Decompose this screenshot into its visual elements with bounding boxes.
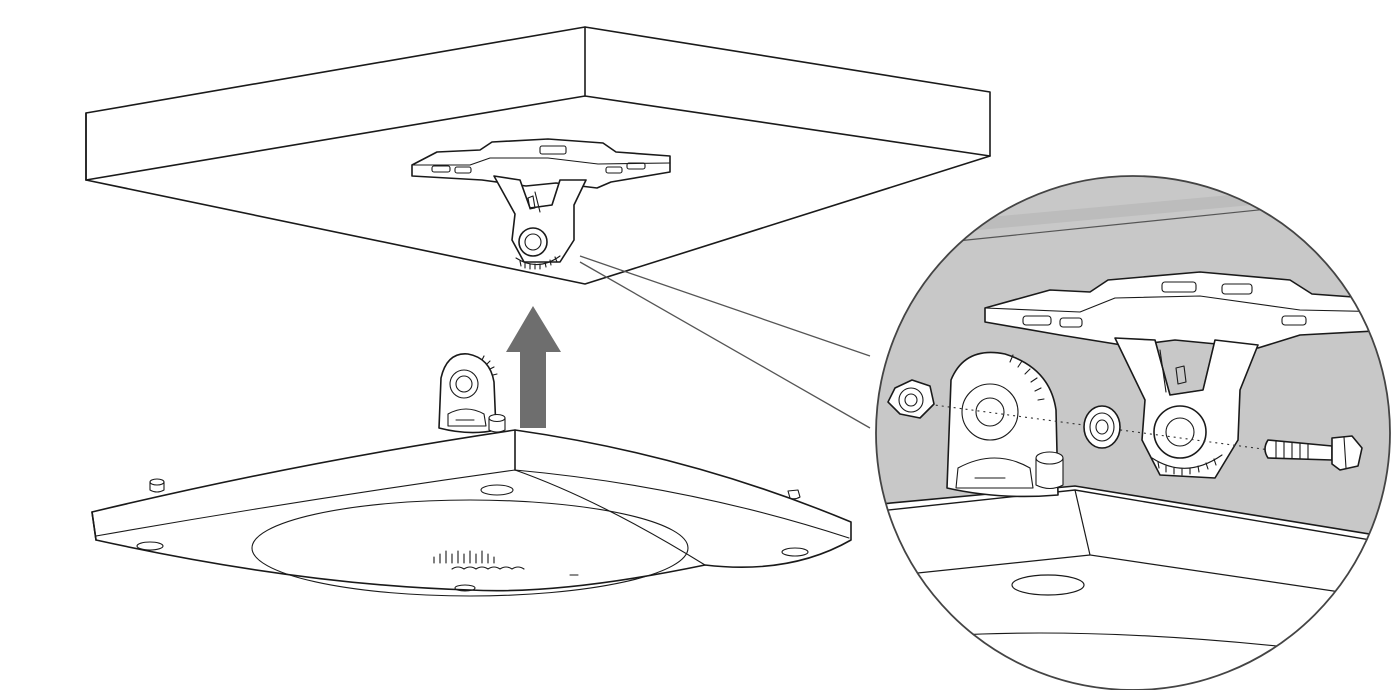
upward-arrow-icon	[506, 306, 561, 428]
detail-callout	[875, 175, 1391, 690]
access-point-device	[91, 353, 852, 597]
logo-slots-icon	[433, 550, 579, 576]
bolt-icon	[1264, 435, 1363, 471]
hex-nut-icon	[887, 379, 935, 419]
ceiling-bracket	[411, 138, 671, 270]
callout-leader	[579, 255, 871, 429]
lock-washer-icon	[1083, 405, 1121, 449]
